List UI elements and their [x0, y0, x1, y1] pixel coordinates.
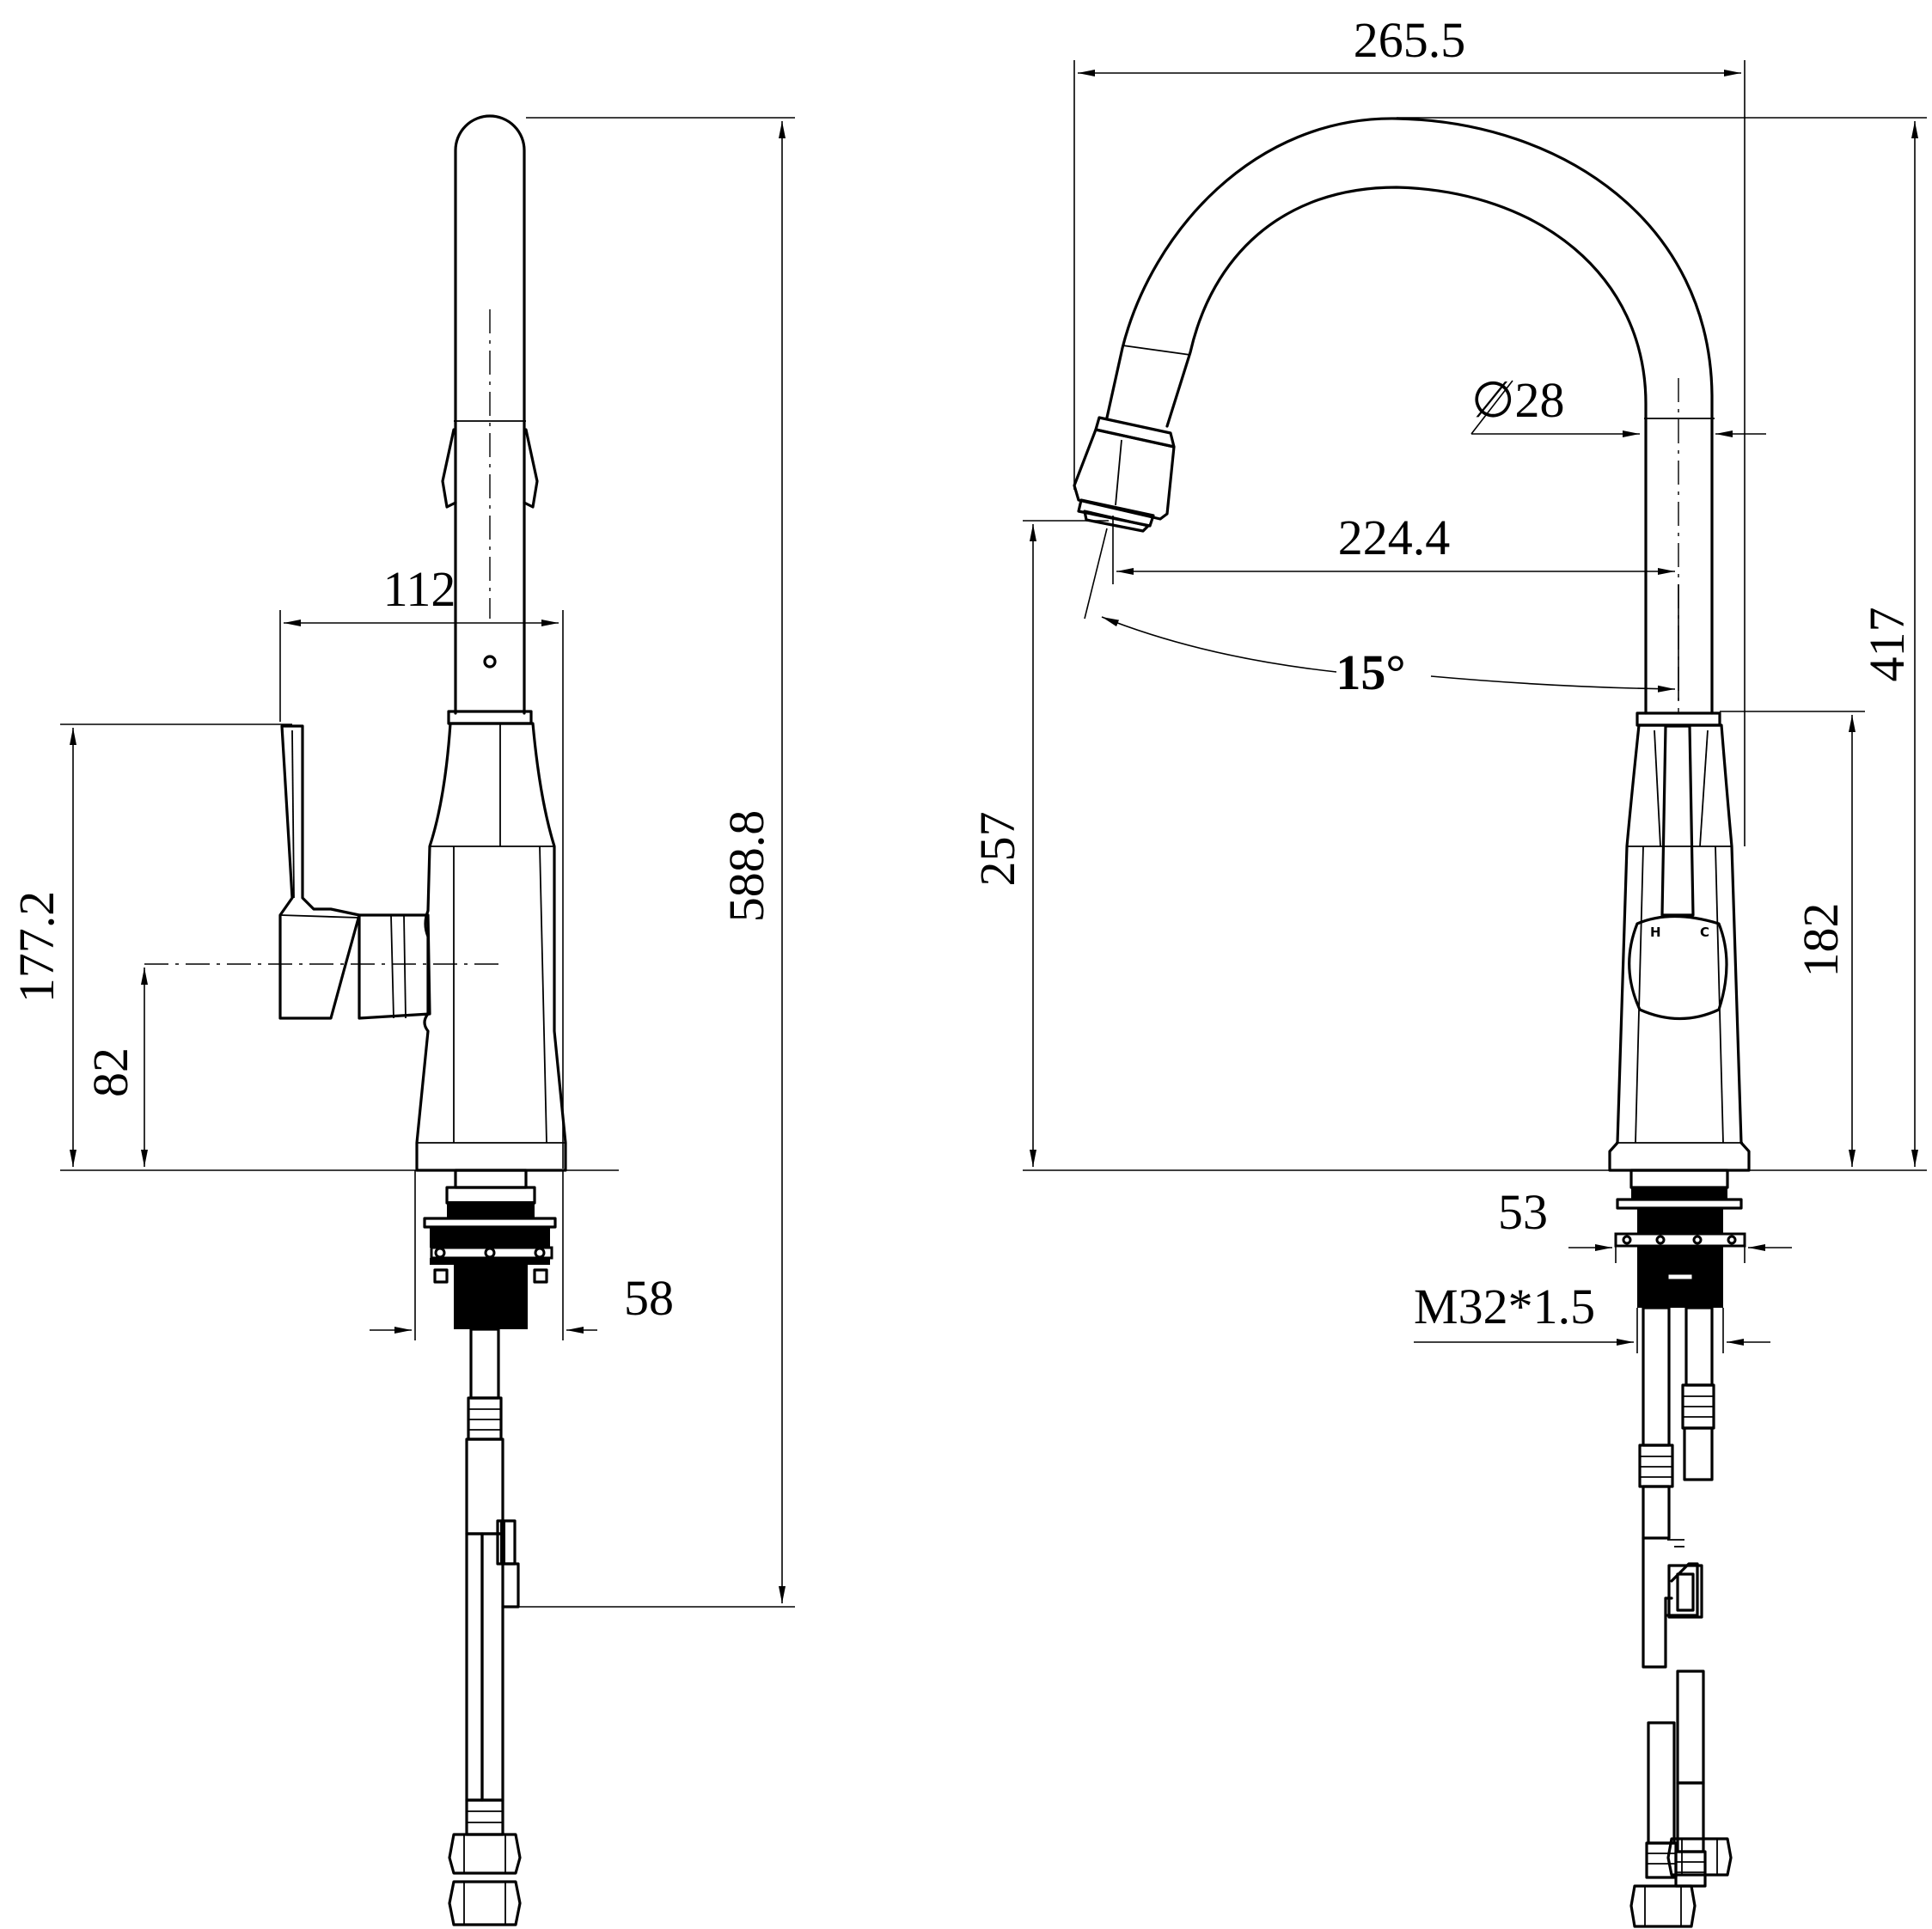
dim-53: 53 — [1498, 1184, 1792, 1263]
front-lever-stem — [1660, 724, 1695, 917]
front-gooseneck-inner — [1165, 186, 1648, 715]
dim-177-2: 177.2 — [9, 723, 292, 1167]
dim-82: 82 — [83, 968, 148, 1167]
dim-58: 58 — [370, 1170, 674, 1340]
side-spout-tube — [454, 114, 526, 715]
dim-53-label: 53 — [1498, 1184, 1548, 1240]
dim-588-8: 588.8 — [516, 117, 795, 1608]
dim-588-8-label: 588.8 — [718, 810, 774, 923]
front-collar-ring — [1635, 711, 1721, 727]
side-body — [415, 722, 567, 1172]
cold-marking: C — [1700, 925, 1709, 940]
front-gooseneck-outer — [1105, 117, 1714, 715]
side-spout-clip — [441, 428, 539, 509]
dim-diameter-28: ∅28 — [1470, 372, 1766, 437]
dim-112-label: 112 — [383, 561, 456, 617]
dim-182-label: 182 — [1793, 903, 1849, 978]
dim-thread-m32-label: M32*1.5 — [1414, 1279, 1595, 1334]
side-collar-ring — [447, 710, 533, 725]
side-view: 112 177.2 82 588.8 58 — [9, 114, 795, 1926]
hot-marking: H — [1650, 925, 1661, 940]
front-spray-head — [1073, 416, 1176, 533]
dim-257: 257 — [969, 520, 1109, 1167]
dim-82-label: 82 — [83, 1047, 138, 1097]
front-mounting-assembly — [1614, 1169, 1746, 1308]
front-hoses — [1629, 1306, 1733, 1928]
side-handle — [278, 724, 361, 1020]
dim-417: 417 — [1397, 117, 1927, 1167]
dim-265-5-label: 265.5 — [1354, 12, 1466, 68]
front-handle-cartridge — [1628, 914, 1728, 1021]
dim-224-4-label: 224.4 — [1338, 510, 1451, 565]
side-lever-housing — [358, 913, 431, 1020]
side-mounting-assembly — [423, 1169, 557, 1329]
dim-112: 112 — [279, 561, 564, 1169]
dim-257-label: 257 — [969, 812, 1025, 887]
dim-58-label: 58 — [624, 1270, 674, 1326]
dim-224-4: 224.4 — [1112, 510, 1675, 584]
dim-angle-15: 15° — [1084, 528, 1679, 700]
dim-417-label: 417 — [1859, 607, 1915, 682]
dim-265-5: 265.5 — [1073, 12, 1746, 846]
dim-182: 182 — [1720, 711, 1865, 1167]
dim-diameter-28-label: ∅28 — [1471, 372, 1565, 428]
dim-angle-15-label: 15° — [1336, 644, 1405, 700]
front-view: H C — [969, 12, 1927, 1928]
side-spout-vent — [483, 655, 497, 668]
side-hoses — [448, 1328, 522, 1926]
dim-177-2-label: 177.2 — [9, 891, 64, 1004]
dim-thread-m32: M32*1.5 — [1414, 1279, 1770, 1353]
